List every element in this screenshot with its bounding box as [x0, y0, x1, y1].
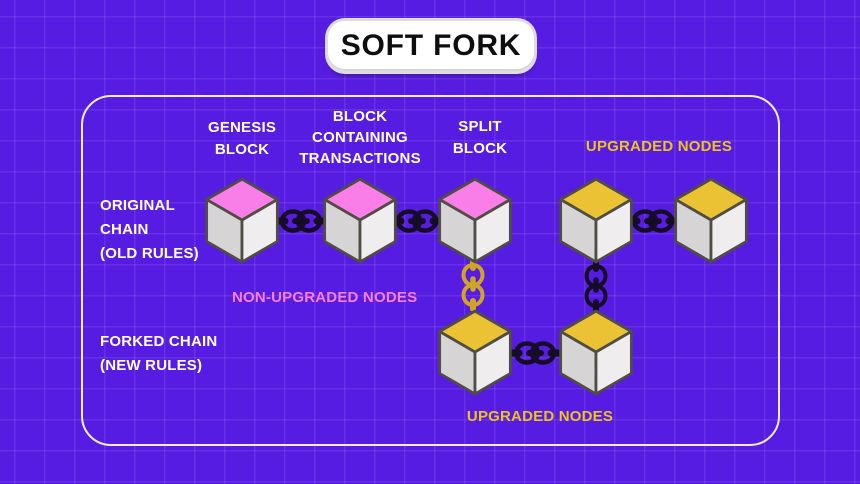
label-line: SPLIT: [458, 118, 502, 135]
label-line: BLOCK: [332, 108, 388, 125]
label-non-upgraded-nodes: NON-UPGRADED NODES: [232, 289, 418, 306]
label-line: BLOCK: [214, 141, 270, 158]
label-line: (OLD RULES): [100, 245, 199, 262]
label-split-block: SPLIT BLOCK: [420, 116, 540, 160]
cube-split-block: [435, 175, 515, 267]
label-line: ORIGINAL: [100, 197, 175, 214]
cube-upgraded-node-2: [671, 175, 751, 267]
label-upgraded-nodes-bottom: UPGRADED NODES: [466, 408, 614, 425]
cube-forked-node-1: [435, 307, 515, 399]
label-line: (NEW RULES): [100, 357, 203, 374]
cube-forked-node-2: [556, 307, 636, 399]
label-forked-chain: FORKED CHAIN (NEW RULES): [100, 330, 270, 378]
label-line: GENESIS: [207, 119, 277, 136]
label-upgraded-nodes-top: UPGRADED NODES: [585, 138, 733, 155]
page-title: SOFT FORK: [340, 29, 522, 62]
title-pill: SOFT FORK: [328, 21, 534, 71]
diagram-frame: [81, 95, 780, 446]
label-original-chain: ORIGINAL CHAIN (OLD RULES): [100, 194, 250, 266]
cube-genesis-block: [202, 175, 282, 267]
label-line: FORKED CHAIN: [100, 333, 218, 350]
label-genesis-block: GENESIS BLOCK: [182, 117, 302, 161]
cube-upgraded-node-1: [556, 175, 636, 267]
chain-link-icon: [578, 260, 614, 312]
label-line: BLOCK: [452, 140, 508, 157]
chain-link-icon: [273, 203, 329, 239]
label-line: CHAIN: [100, 221, 149, 238]
label-line: CONTAINING: [312, 129, 408, 146]
cube-block-containing-transactions: [320, 175, 400, 267]
label-block-containing-transactions: BLOCK CONTAINING TRANSACTIONS: [285, 106, 435, 169]
chain-link-icon: [507, 335, 563, 371]
label-line: TRANSACTIONS: [299, 150, 421, 167]
